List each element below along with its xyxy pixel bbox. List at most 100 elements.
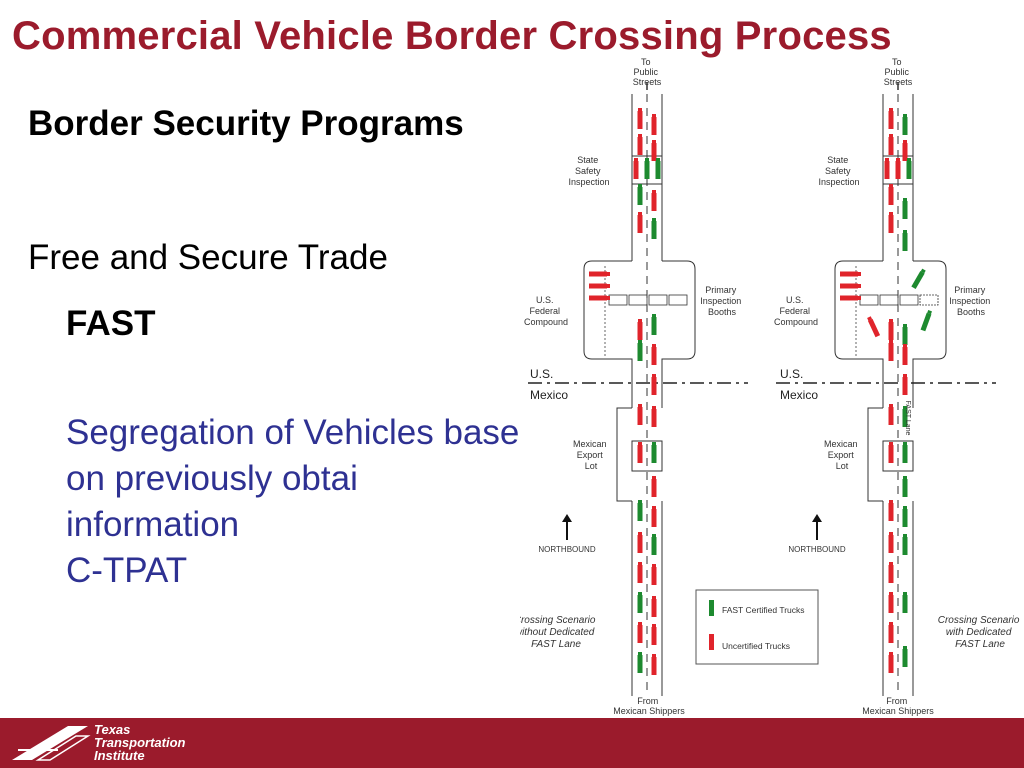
truck-cab bbox=[652, 654, 656, 657]
border-crossing-diagram: To Public Streets State Safety Inspectio… bbox=[520, 57, 1020, 716]
uncertified-truck-icon bbox=[888, 404, 894, 425]
northbound-label-right: NORTHBOUND bbox=[788, 545, 845, 554]
truck-cab bbox=[903, 592, 907, 595]
truck-cab bbox=[889, 212, 893, 215]
truck-cab bbox=[889, 108, 893, 111]
truck-body bbox=[895, 161, 901, 179]
us-compound-label-right: U.S. Federal Compound bbox=[774, 295, 818, 327]
truck-body bbox=[902, 347, 908, 365]
truck-cab bbox=[652, 564, 656, 567]
inspection-booth bbox=[628, 294, 648, 306]
truck-cab bbox=[896, 158, 900, 161]
truck-body bbox=[902, 445, 908, 463]
truck-cab bbox=[638, 212, 642, 215]
truck-body bbox=[906, 161, 912, 179]
uncertified-truck-icon bbox=[888, 340, 894, 361]
truck-body bbox=[633, 161, 639, 179]
truck-cab bbox=[638, 404, 642, 407]
truck-cab bbox=[920, 268, 926, 274]
truck-body bbox=[651, 479, 657, 497]
truck-cab bbox=[903, 230, 907, 233]
fast-truck-icon bbox=[637, 184, 643, 205]
legend: FAST Certified Trucks Uncertified Trucks bbox=[695, 589, 819, 665]
truck-body bbox=[589, 295, 607, 301]
legend-uncert-swatch bbox=[709, 634, 714, 650]
fast-truck-icon bbox=[911, 268, 926, 290]
northbound-arrowhead bbox=[812, 514, 822, 522]
truck-body bbox=[637, 595, 643, 613]
export-lot-box bbox=[631, 440, 663, 472]
truck-cab bbox=[889, 500, 893, 503]
fast-truck-icon bbox=[651, 534, 657, 555]
truck-body bbox=[902, 327, 908, 345]
truck-cab bbox=[656, 158, 660, 161]
uncertified-truck-icon bbox=[651, 374, 657, 395]
truck-body bbox=[902, 509, 908, 527]
fast-truck-icon bbox=[651, 442, 657, 463]
primary-booths-label-left: Primary Inspection Booths bbox=[700, 285, 744, 317]
tti-logo-icon bbox=[12, 726, 91, 761]
truck-body bbox=[651, 317, 657, 335]
uncertified-truck-icon bbox=[637, 404, 643, 425]
uncertified-truck-icon bbox=[888, 500, 894, 521]
truck-cab bbox=[638, 562, 642, 565]
truck-body bbox=[920, 312, 932, 332]
truck-cab bbox=[889, 592, 893, 595]
from-shippers-label-right: From Mexican Shippers bbox=[862, 696, 934, 716]
truck-body bbox=[902, 479, 908, 497]
truck-cab bbox=[927, 310, 932, 315]
logo-text-texas: Texas bbox=[94, 722, 131, 737]
uncertified-truck-icon bbox=[651, 406, 657, 427]
truck-cab bbox=[638, 592, 642, 595]
uncertified-truck-icon bbox=[888, 184, 894, 205]
truck-cab bbox=[903, 140, 907, 143]
truck-body bbox=[888, 625, 894, 643]
truck-body bbox=[902, 233, 908, 251]
fast-truck-icon bbox=[637, 592, 643, 613]
uncertified-truck-icon bbox=[637, 622, 643, 643]
truck-body bbox=[888, 595, 894, 613]
compound-outline bbox=[912, 260, 947, 371]
bullet-ctpat: C-TPAT bbox=[66, 551, 188, 590]
truck-body bbox=[651, 627, 657, 645]
legend-fast-label: FAST Certified Trucks bbox=[722, 605, 805, 615]
truck-body bbox=[840, 271, 858, 277]
northbound-label-left: NORTHBOUND bbox=[538, 545, 595, 554]
truck-cab bbox=[607, 272, 610, 276]
truck-cab bbox=[903, 374, 907, 377]
truck-cab bbox=[858, 296, 861, 300]
truck-cab bbox=[652, 190, 656, 193]
truck-cab bbox=[907, 158, 911, 161]
truck-body bbox=[911, 270, 925, 290]
truck-cab bbox=[867, 316, 873, 321]
uncertified-truck-icon bbox=[651, 596, 657, 617]
us-border-label-left: U.S. bbox=[530, 367, 553, 381]
truck-body bbox=[902, 409, 908, 427]
truck-cab bbox=[652, 624, 656, 627]
fast-truck-icon bbox=[651, 314, 657, 335]
truck-cab bbox=[903, 344, 907, 347]
us-compound-label-left: U.S. Federal Compound bbox=[524, 295, 568, 327]
fast-truck-icon bbox=[902, 114, 908, 135]
truck-body bbox=[651, 509, 657, 527]
uncertified-truck-icon bbox=[651, 114, 657, 135]
uncertified-truck-icon bbox=[888, 134, 894, 155]
truck-cab bbox=[638, 622, 642, 625]
fast-truck-icon bbox=[902, 230, 908, 251]
fast-truck-icon bbox=[655, 158, 661, 179]
export-lot-label-left: Mexican Export Lot bbox=[573, 439, 609, 471]
bullet-segregation-line: Segregation of Vehicles based on previou… bbox=[66, 413, 518, 498]
truck-cab bbox=[889, 340, 893, 343]
mexico-border-label-left: Mexico bbox=[530, 388, 568, 402]
inspection-booth bbox=[668, 294, 688, 306]
uncertified-truck-icon bbox=[902, 374, 908, 395]
truck-body bbox=[888, 445, 894, 463]
parked-truck-icon bbox=[840, 271, 861, 277]
uncertified-truck-icon bbox=[637, 442, 643, 463]
truck-cab bbox=[889, 652, 893, 655]
uncertified-truck-icon bbox=[888, 652, 894, 673]
truck-body bbox=[589, 283, 607, 289]
truck-body bbox=[888, 322, 894, 340]
truck-body bbox=[651, 657, 657, 675]
fast-truck-icon bbox=[902, 506, 908, 527]
